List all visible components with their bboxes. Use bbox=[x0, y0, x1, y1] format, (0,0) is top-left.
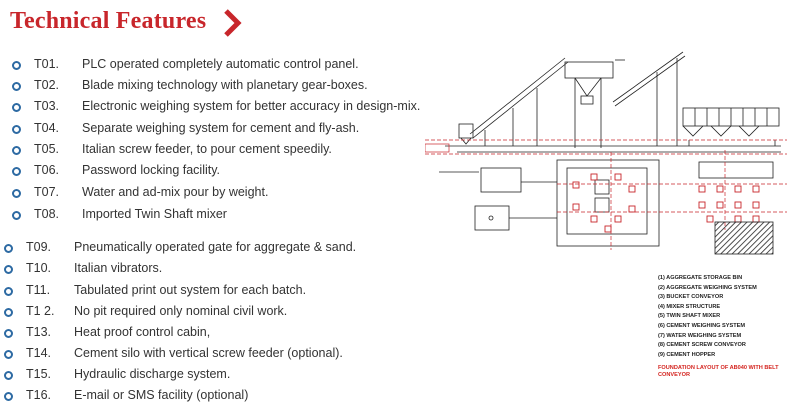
list-item: T13. Heat proof control cabin, bbox=[4, 323, 424, 343]
bullet-icon bbox=[4, 243, 13, 253]
legend-item: (8) CEMENT SCREW CONVEYOR bbox=[658, 342, 746, 349]
legend-item: (7) WATER WEIGHING SYSTEM bbox=[658, 332, 742, 339]
legend-item: (4) MIXER STRUCTURE bbox=[658, 303, 721, 310]
list-item: T16. E-mail or SMS facility (optional) bbox=[4, 386, 424, 406]
feature-code: T05. bbox=[34, 142, 60, 156]
bullet-icon bbox=[12, 81, 21, 91]
legend-footnote: FOUNDATION LAYOUT OF AB040 WITH BELT CON… bbox=[658, 365, 779, 379]
feature-code: T10. bbox=[26, 261, 52, 275]
list-item: T14. Cement silo with vertical screw feed… bbox=[4, 344, 424, 364]
feature-code: T1 2. bbox=[26, 304, 55, 318]
feature-text: Password locking facility. bbox=[82, 163, 221, 177]
feature-text: Electronic weighing system for better ac… bbox=[82, 99, 421, 113]
bullet-icon bbox=[4, 307, 13, 317]
list-item: T1 2. No pit required only nominal civil … bbox=[4, 302, 424, 322]
legend-item: (6) CEMENT WEIGHING SYSTEM bbox=[658, 322, 746, 329]
list-item: T06. Password locking facility. bbox=[12, 161, 432, 181]
feature-text: Italian vibrators. bbox=[74, 261, 163, 275]
page-title: Technical Features bbox=[10, 8, 207, 34]
bullet-icon bbox=[12, 60, 21, 70]
feature-code: T07. bbox=[34, 185, 60, 199]
feature-code: T13. bbox=[26, 325, 52, 339]
feature-text: Pneumatically operated gate for aggregat… bbox=[74, 240, 357, 254]
legend-item: (1) AGGREGATE STORAGE BIN bbox=[658, 275, 743, 281]
bullet-icon bbox=[4, 349, 13, 359]
feature-text: E-mail or SMS facility (optional) bbox=[74, 388, 249, 402]
feature-code: T06. bbox=[34, 163, 60, 177]
bullet-icon bbox=[4, 370, 13, 380]
feature-code: T03. bbox=[34, 99, 60, 113]
list-item: T02. Blade mixing technology with planeta… bbox=[12, 76, 432, 96]
feature-text: No pit required only nominal civil work. bbox=[74, 304, 288, 318]
feature-code: T08. bbox=[34, 207, 60, 221]
feature-code: T11. bbox=[26, 283, 51, 297]
feature-code: T15. bbox=[26, 367, 52, 381]
feature-text: Blade mixing technology with planetary g… bbox=[82, 78, 368, 92]
feature-text: Water and ad-mix pour by weight. bbox=[82, 185, 269, 199]
feature-text: Cement silo with vertical screw feeder (… bbox=[74, 346, 343, 360]
legend-item: (9) CEMENT HOPPER bbox=[658, 351, 716, 358]
bullet-icon bbox=[12, 102, 21, 112]
list-item: T04. Separate weighing system for cement … bbox=[12, 119, 432, 139]
legend-item: (3) BUCKET CONVEYOR bbox=[658, 294, 724, 301]
feature-code: T02. bbox=[34, 78, 60, 92]
bullet-icon bbox=[4, 286, 13, 296]
feature-code: T01. bbox=[34, 57, 60, 71]
bullet-icon bbox=[12, 124, 21, 134]
feature-code: T09. bbox=[26, 240, 52, 254]
feature-code: T04. bbox=[34, 121, 60, 135]
list-item: T01. PLC operated completely automatic co… bbox=[12, 55, 432, 75]
list-item: T09. Pneumatically operated gate for aggr… bbox=[4, 238, 424, 258]
feature-text: Separate weighing system for cement and … bbox=[82, 121, 360, 135]
list-item: T15. Hydraulic discharge system. bbox=[4, 365, 424, 385]
feature-text: Hydraulic discharge system. bbox=[74, 367, 231, 381]
list-item: T08. Imported Twin Shaft mixer bbox=[12, 205, 432, 225]
list-item: T11. Tabulated print out system for each … bbox=[4, 281, 424, 301]
bullet-icon bbox=[4, 391, 13, 401]
feature-text: Imported Twin Shaft mixer bbox=[82, 207, 227, 221]
feature-code: T16. bbox=[26, 388, 52, 402]
list-item: T03. Electronic weighing system for bette… bbox=[12, 97, 432, 117]
feature-text: Heat proof control cabin, bbox=[74, 325, 211, 339]
bullet-icon bbox=[12, 166, 21, 176]
list-item: T05. Italian screw feeder, to pour cement… bbox=[12, 140, 432, 160]
bullet-icon bbox=[4, 328, 13, 338]
chevron-right-icon bbox=[224, 9, 242, 37]
bullet-icon bbox=[12, 210, 21, 220]
list-item: T07. Water and ad-mix pour by weight. bbox=[12, 183, 432, 203]
feature-text: Tabulated print out system for each batc… bbox=[74, 283, 307, 297]
bullet-icon bbox=[12, 145, 21, 155]
legend-item: (5) TWIN SHAFT MIXER bbox=[658, 313, 721, 320]
feature-text: PLC operated completely automatic contro… bbox=[82, 57, 359, 71]
bullet-icon bbox=[12, 188, 21, 198]
list-item: T10. Italian vibrators. bbox=[4, 259, 424, 279]
bullet-icon bbox=[4, 264, 13, 274]
drawing-legend: (1) AGGREGATE STORAGE BIN (2) AGGREGATE W… bbox=[658, 274, 786, 379]
plant-layout-drawing bbox=[425, 51, 787, 255]
feature-text: Italian screw feeder, to pour cement spe… bbox=[82, 142, 332, 156]
feature-code: T14. bbox=[26, 346, 52, 360]
legend-item: (2) AGGREGATE WEIGHING SYSTEM bbox=[658, 284, 757, 291]
